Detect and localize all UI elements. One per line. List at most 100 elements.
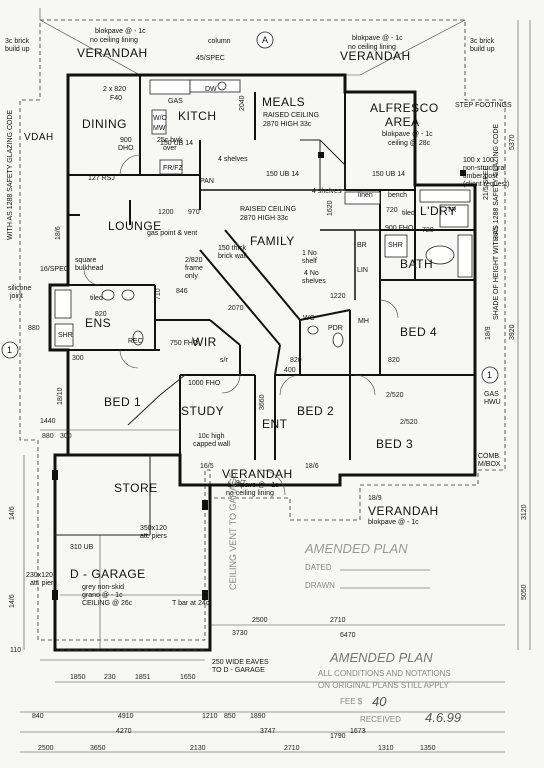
section-marker-a-label: A — [262, 35, 268, 45]
room-label-bed1: BED 1 — [104, 395, 141, 409]
note-rec: REC — [128, 338, 143, 345]
dim-4270: 4270 — [116, 728, 132, 735]
note-capped-2: capped wall — [193, 441, 230, 448]
dim-3660: 3660 — [259, 394, 266, 410]
dim-9-7: 9/7 — [236, 480, 246, 487]
alfresco-step — [300, 139, 346, 190]
room-label-lounge: LOUNGE — [108, 219, 162, 233]
hall-diagonal-wall — [224, 229, 301, 321]
note-fho-c: 1000 FHO — [188, 380, 221, 387]
note-lounge-ceiling-2: 2870 HIGH 33c — [240, 215, 289, 222]
basin-icon — [101, 289, 115, 301]
dim-18-6: 18/6 — [55, 226, 62, 240]
room-label-ent: ENT — [262, 417, 288, 431]
note-mw: MW — [153, 125, 166, 132]
room-label-pdr: PDR — [328, 325, 343, 332]
note-silicone-2: joint — [9, 293, 23, 300]
note-entry-pave: blokpave @ - 1c — [228, 482, 279, 489]
dim-2500: 2500 — [252, 617, 268, 624]
dim-1650: 1650 — [180, 674, 196, 681]
note-tr: TR — [447, 207, 456, 214]
room-label-wir: WIR — [192, 335, 217, 349]
dim-14-6b: 14/6 — [9, 594, 16, 608]
dim-2130: 2130 — [190, 745, 206, 752]
note-shelves-a: 4 shelves — [218, 156, 248, 163]
note-silicone-1: silicone — [8, 285, 31, 292]
stamp-dated: DATED — [305, 563, 332, 572]
dim-2710b: 2710 — [284, 745, 300, 752]
interior-wall — [274, 344, 281, 376]
study-wall — [159, 374, 186, 396]
room-label-ens: ENS — [85, 316, 111, 330]
dim-880b: 880 — [42, 433, 54, 440]
note-frame-2: frame — [185, 265, 203, 272]
room-label-kitch: KITCH — [178, 109, 217, 123]
note-window-2x820: 2 x 820 — [103, 86, 126, 93]
dim-110: 110 — [10, 647, 21, 654]
room-label-bed4: BED 4 — [400, 325, 437, 339]
dim-5050: 5050 — [521, 584, 528, 600]
dim-840: 840 — [32, 713, 44, 720]
note-spec-c: 21/5/SPEC — [483, 165, 490, 200]
note-ub14-b: 150 UB 14 — [266, 171, 299, 178]
note-bench: bench — [388, 192, 407, 199]
dim-28-5: 28/5 — [493, 226, 500, 240]
shower-icon — [54, 323, 74, 347]
pier — [202, 500, 208, 510]
stamp-safety-glass-right: SHADE OF HEIGHT WITH AS 1288 SAFETY GLAZ… — [493, 123, 500, 320]
study-wall — [127, 394, 161, 426]
pier — [202, 590, 208, 600]
interior-wall — [299, 309, 351, 321]
room-label-alfresco: ALFRESCO — [370, 101, 439, 115]
dim-3747: 3747 — [260, 728, 276, 735]
section-marker-1-left-label: 1 — [7, 345, 12, 355]
dim-3730: 3730 — [232, 630, 248, 637]
wall-oven — [151, 109, 167, 135]
room-label-verandah-top-left: VERANDAH — [77, 46, 148, 60]
column — [318, 152, 324, 158]
hall-diagonal-wall — [199, 249, 281, 346]
section-marker-1-left — [1, 341, 19, 359]
room-label-bed3: BED 3 — [376, 437, 413, 451]
stamp-drawn: DRAWN — [305, 581, 335, 590]
dim-846: 846 — [176, 288, 188, 295]
note-no-ceiling-top-right: no ceiling lining — [348, 44, 396, 51]
dim-2710: 2710 — [330, 617, 346, 624]
dim-3650: 3650 — [90, 745, 106, 752]
note-door-900: 900 — [120, 137, 132, 144]
door-swing — [119, 154, 141, 176]
note-post-4: (client request) — [463, 181, 509, 188]
dim-820a: 820 — [95, 311, 107, 318]
dim-400: 400 — [284, 367, 296, 374]
stamp-date: 4.6.99 — [425, 710, 461, 725]
note-bulkhead-1: square — [75, 257, 97, 264]
note-wo: W/O — [153, 115, 168, 122]
note-dw: DW — [205, 86, 217, 93]
dim-18-10: 18/10 — [57, 387, 64, 405]
room-label-verandah-bottom: VERANDAH — [368, 504, 439, 518]
dim-820b: 820 — [388, 357, 400, 364]
note-brick-left: 3c brick — [5, 38, 30, 45]
vanity-basin-icon — [425, 245, 455, 265]
note-frame-1: 2/820 — [185, 257, 203, 264]
note-slab-3: CEILING @ 26c — [82, 600, 133, 607]
note-post-2: non-structural — [463, 165, 506, 172]
dim-880: 880 — [28, 325, 40, 332]
dim-18-6b: 18/6 — [305, 463, 319, 470]
note-post-3: timber post — [463, 173, 498, 180]
room-label-study: STUDY — [181, 404, 224, 418]
note-pan: PAN — [200, 178, 214, 185]
dim-1210: 1210 — [202, 713, 218, 720]
note-blokpave-top-left: blokpave @ - 1c — [95, 28, 146, 35]
dim-1310: 1310 — [378, 745, 394, 752]
room-label-family: FAMILY — [250, 234, 295, 248]
note-meals-ceiling-1: RAISED CEILING — [263, 112, 319, 119]
room-label-bath: BATH — [400, 257, 433, 271]
door-swing — [279, 374, 301, 396]
note-gas-hwu-2: HWU — [484, 399, 501, 406]
note-window-f40: F40 — [110, 95, 122, 102]
note-spec-b: 45/SPEC — [196, 55, 225, 62]
section-marker-1-right-label: 1 — [487, 370, 492, 380]
dim-1620: 1620 — [327, 200, 334, 216]
door-swing — [354, 374, 376, 396]
